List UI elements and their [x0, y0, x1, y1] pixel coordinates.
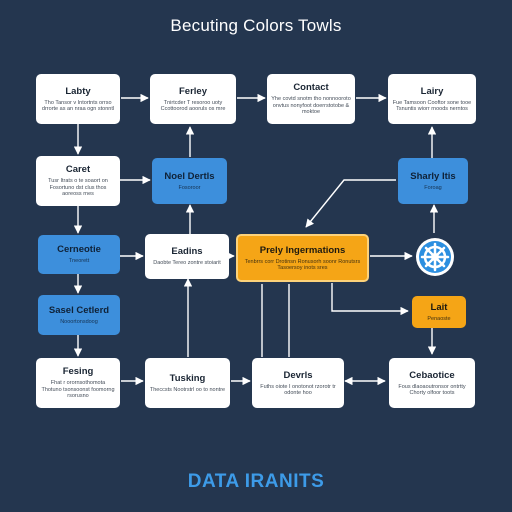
- node-title: Eadins: [171, 246, 203, 258]
- node-desc: Penaoste: [427, 315, 451, 322]
- node-fesing: Fesing Fhat r orornsothomota Thotuno tso…: [36, 358, 120, 408]
- node-desc: Daobte Tereo zontre stoiarit: [153, 260, 221, 267]
- node-desc: Yhe covtd snotm tho nonnooroto onvtus no…: [271, 96, 351, 116]
- node-desc: Tnirtcder T resoroo uoty Ccottoorod aoor…: [160, 99, 226, 113]
- node-caret: Caret Tusr Itrats o te soaort on Fosortu…: [36, 156, 120, 206]
- node-desc: Nooortonsdoog: [60, 318, 98, 325]
- node-desc: Fuths oiote I onotonot rzorotr tr odonte…: [260, 383, 336, 397]
- node-ferley: Ferley Tnirtcder T resoroo uoty Ccottoor…: [150, 74, 236, 124]
- node-title: Labty: [65, 85, 91, 97]
- arrow-n7-n10: [305, 179, 396, 228]
- node-labty: Labty Tho Tansor v Intortnts orrso drror…: [36, 74, 120, 124]
- node-sasel-cetlerd: Sasel Cetlerd Nooortonsdoog: [38, 295, 120, 335]
- node-title: Lait: [430, 301, 448, 313]
- node-title: Lairy: [420, 85, 444, 97]
- node-desc: Tho Tansor v Intortnts orrso drrorte as …: [41, 99, 115, 113]
- node-cerneotie: Cerneotie Tneorett: [38, 235, 120, 274]
- node-lait: Lait Penaoste: [412, 296, 466, 328]
- node-title: Fesing: [62, 366, 94, 378]
- arrow-n10-n12: [331, 283, 409, 316]
- node-desc: Fhat r orornsothomota Thotuno tsonsoonst…: [41, 380, 115, 400]
- node-sharly-itis: Sharly Itis Foroag: [398, 158, 468, 204]
- node-title: Devrls: [283, 369, 313, 381]
- node-desc: Tneorett: [68, 258, 90, 265]
- node-title: Tusking: [169, 372, 206, 384]
- node-title: Prely Ingermations: [259, 244, 346, 256]
- node-cebaotice: Cebaotice Fous dlaoaoutronsor ontrtty Ch…: [389, 358, 475, 408]
- node-desc: Tusr Itrats o te soaort on Fosortuno dst…: [48, 178, 108, 198]
- node-title: Caret: [65, 164, 91, 176]
- node-desc: Theccsts Nootrstrl oo to nontre: [149, 386, 226, 393]
- node-desc: Tenbrrs corr Drotinsn Ronusorh soonr Ron…: [244, 258, 361, 272]
- node-contact: Contact Yhe covtd snotm tho nonnooroto o…: [267, 74, 355, 124]
- node-tusking: Tusking Theccsts Nootrstrl oo to nontre: [145, 358, 230, 408]
- node-title: Noel Dertls: [164, 170, 215, 182]
- diagram-title: Becuting Colors Towls: [170, 16, 342, 35]
- node-desc: Foroag: [424, 184, 442, 191]
- node-title: Sharly Itis: [410, 170, 456, 182]
- node-title: Ferley: [179, 85, 207, 97]
- node-desc: Fosoroor: [178, 184, 201, 191]
- node-eadins: Eadins Daobte Tereo zontre stoiarit: [145, 234, 229, 279]
- node-lairy: Lairy Fue Tamsoon Cooftor sone tooe Tsnu…: [388, 74, 476, 124]
- node-title: Sasel Cetlerd: [48, 304, 110, 316]
- node-title: Contact: [293, 82, 329, 94]
- footer-caption: DATA IRANITS: [187, 471, 325, 492]
- node-desc: Fue Tamsoon Cooftor sone tooe Tsnuntis w…: [392, 99, 472, 113]
- gear-icon[interactable]: [415, 237, 455, 277]
- node-desc: Fous dlaoaoutronsor ontrtty Chorty olfoo…: [398, 383, 466, 397]
- node-noel-dertls: Noel Dertls Fosoroor: [152, 158, 227, 204]
- node-title: Cebaotice: [409, 369, 455, 381]
- node-title: Cerneotie: [57, 244, 101, 256]
- node-devrls: Devrls Fuths oiote I onotonot rzorotr tr…: [252, 358, 344, 408]
- node-prely-ingermations: Prely Ingermations Tenbrrs corr Drotinsn…: [236, 234, 369, 282]
